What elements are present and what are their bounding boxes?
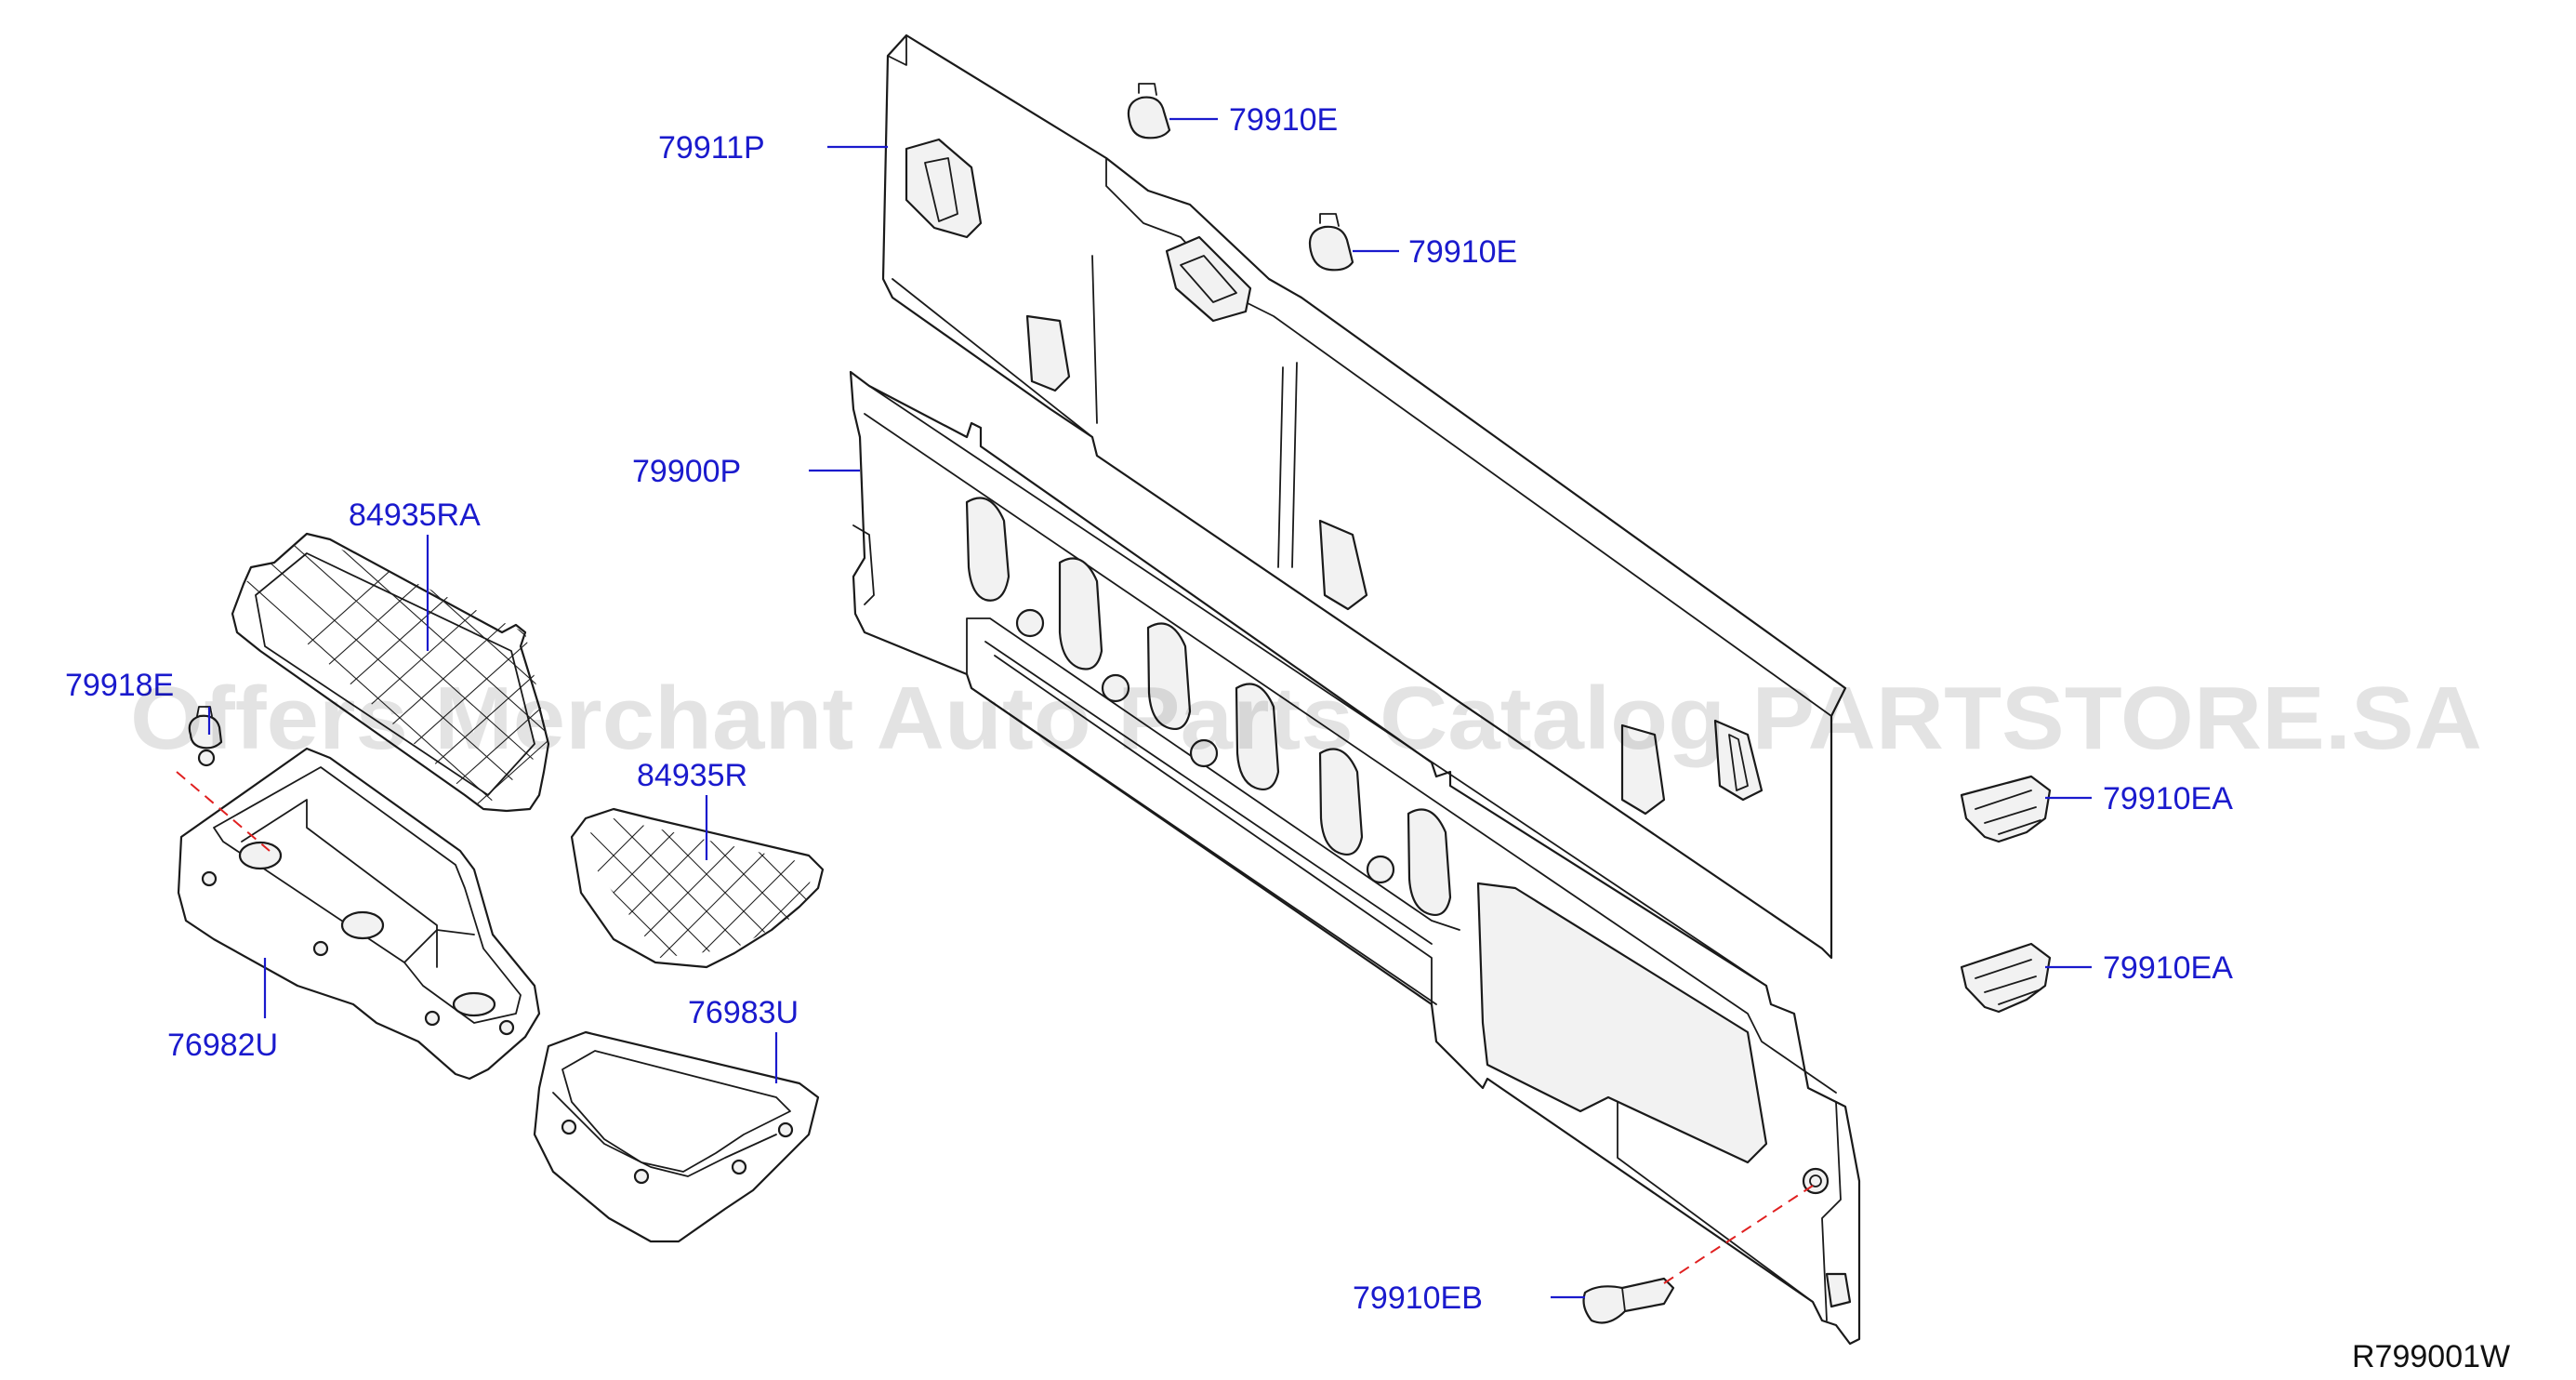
alignment-line-79918E xyxy=(176,771,271,852)
diagram-id: R799001W xyxy=(2352,1339,2510,1374)
storage-bin-76982U xyxy=(177,747,541,1081)
part-label-79910EA-top[interactable]: 79910EA xyxy=(2103,781,2233,816)
cargo-net-84935R xyxy=(570,807,825,969)
lower-trim-panel-79900P xyxy=(849,370,1861,1346)
clip-79910EA-bottom xyxy=(1960,942,2052,1014)
cargo-net-84935RA xyxy=(231,532,550,813)
alignment-line-79910EB xyxy=(1663,1185,1814,1284)
part-label-84935R[interactable]: 84935R xyxy=(637,758,747,793)
clip-79910E-mid xyxy=(1308,213,1354,272)
storage-bin-76983U xyxy=(533,1030,820,1243)
part-label-76983U[interactable]: 76983U xyxy=(688,995,799,1030)
part-label-79918E[interactable]: 79918E xyxy=(65,668,174,703)
part-label-79910E-mid[interactable]: 79910E xyxy=(1408,234,1517,270)
watermark-text: Offers Merchant Auto Parts Catalog PARTS… xyxy=(130,669,2482,768)
leader-lines xyxy=(207,117,2092,1299)
part-label-79911P[interactable]: 79911P xyxy=(658,130,765,166)
clip-79918E xyxy=(188,706,223,767)
part-label-84935RA[interactable]: 84935RA xyxy=(349,498,481,533)
part-label-79910EA-bottom[interactable]: 79910EA xyxy=(2103,950,2233,986)
upper-trim-panel-79911P xyxy=(881,33,1847,960)
clip-79910E-top xyxy=(1127,83,1171,139)
part-label-79900P[interactable]: 79900P xyxy=(632,454,741,489)
panel-cutouts xyxy=(965,497,1452,917)
clip-79910EA-top xyxy=(1960,775,2052,843)
part-label-79910E-top[interactable]: 79910E xyxy=(1229,102,1338,138)
net-mesh-small xyxy=(576,818,813,958)
part-label-76982U[interactable]: 76982U xyxy=(167,1028,278,1063)
part-label-79910EB[interactable]: 79910EB xyxy=(1353,1280,1483,1316)
clip-79910EB xyxy=(1582,1277,1675,1324)
